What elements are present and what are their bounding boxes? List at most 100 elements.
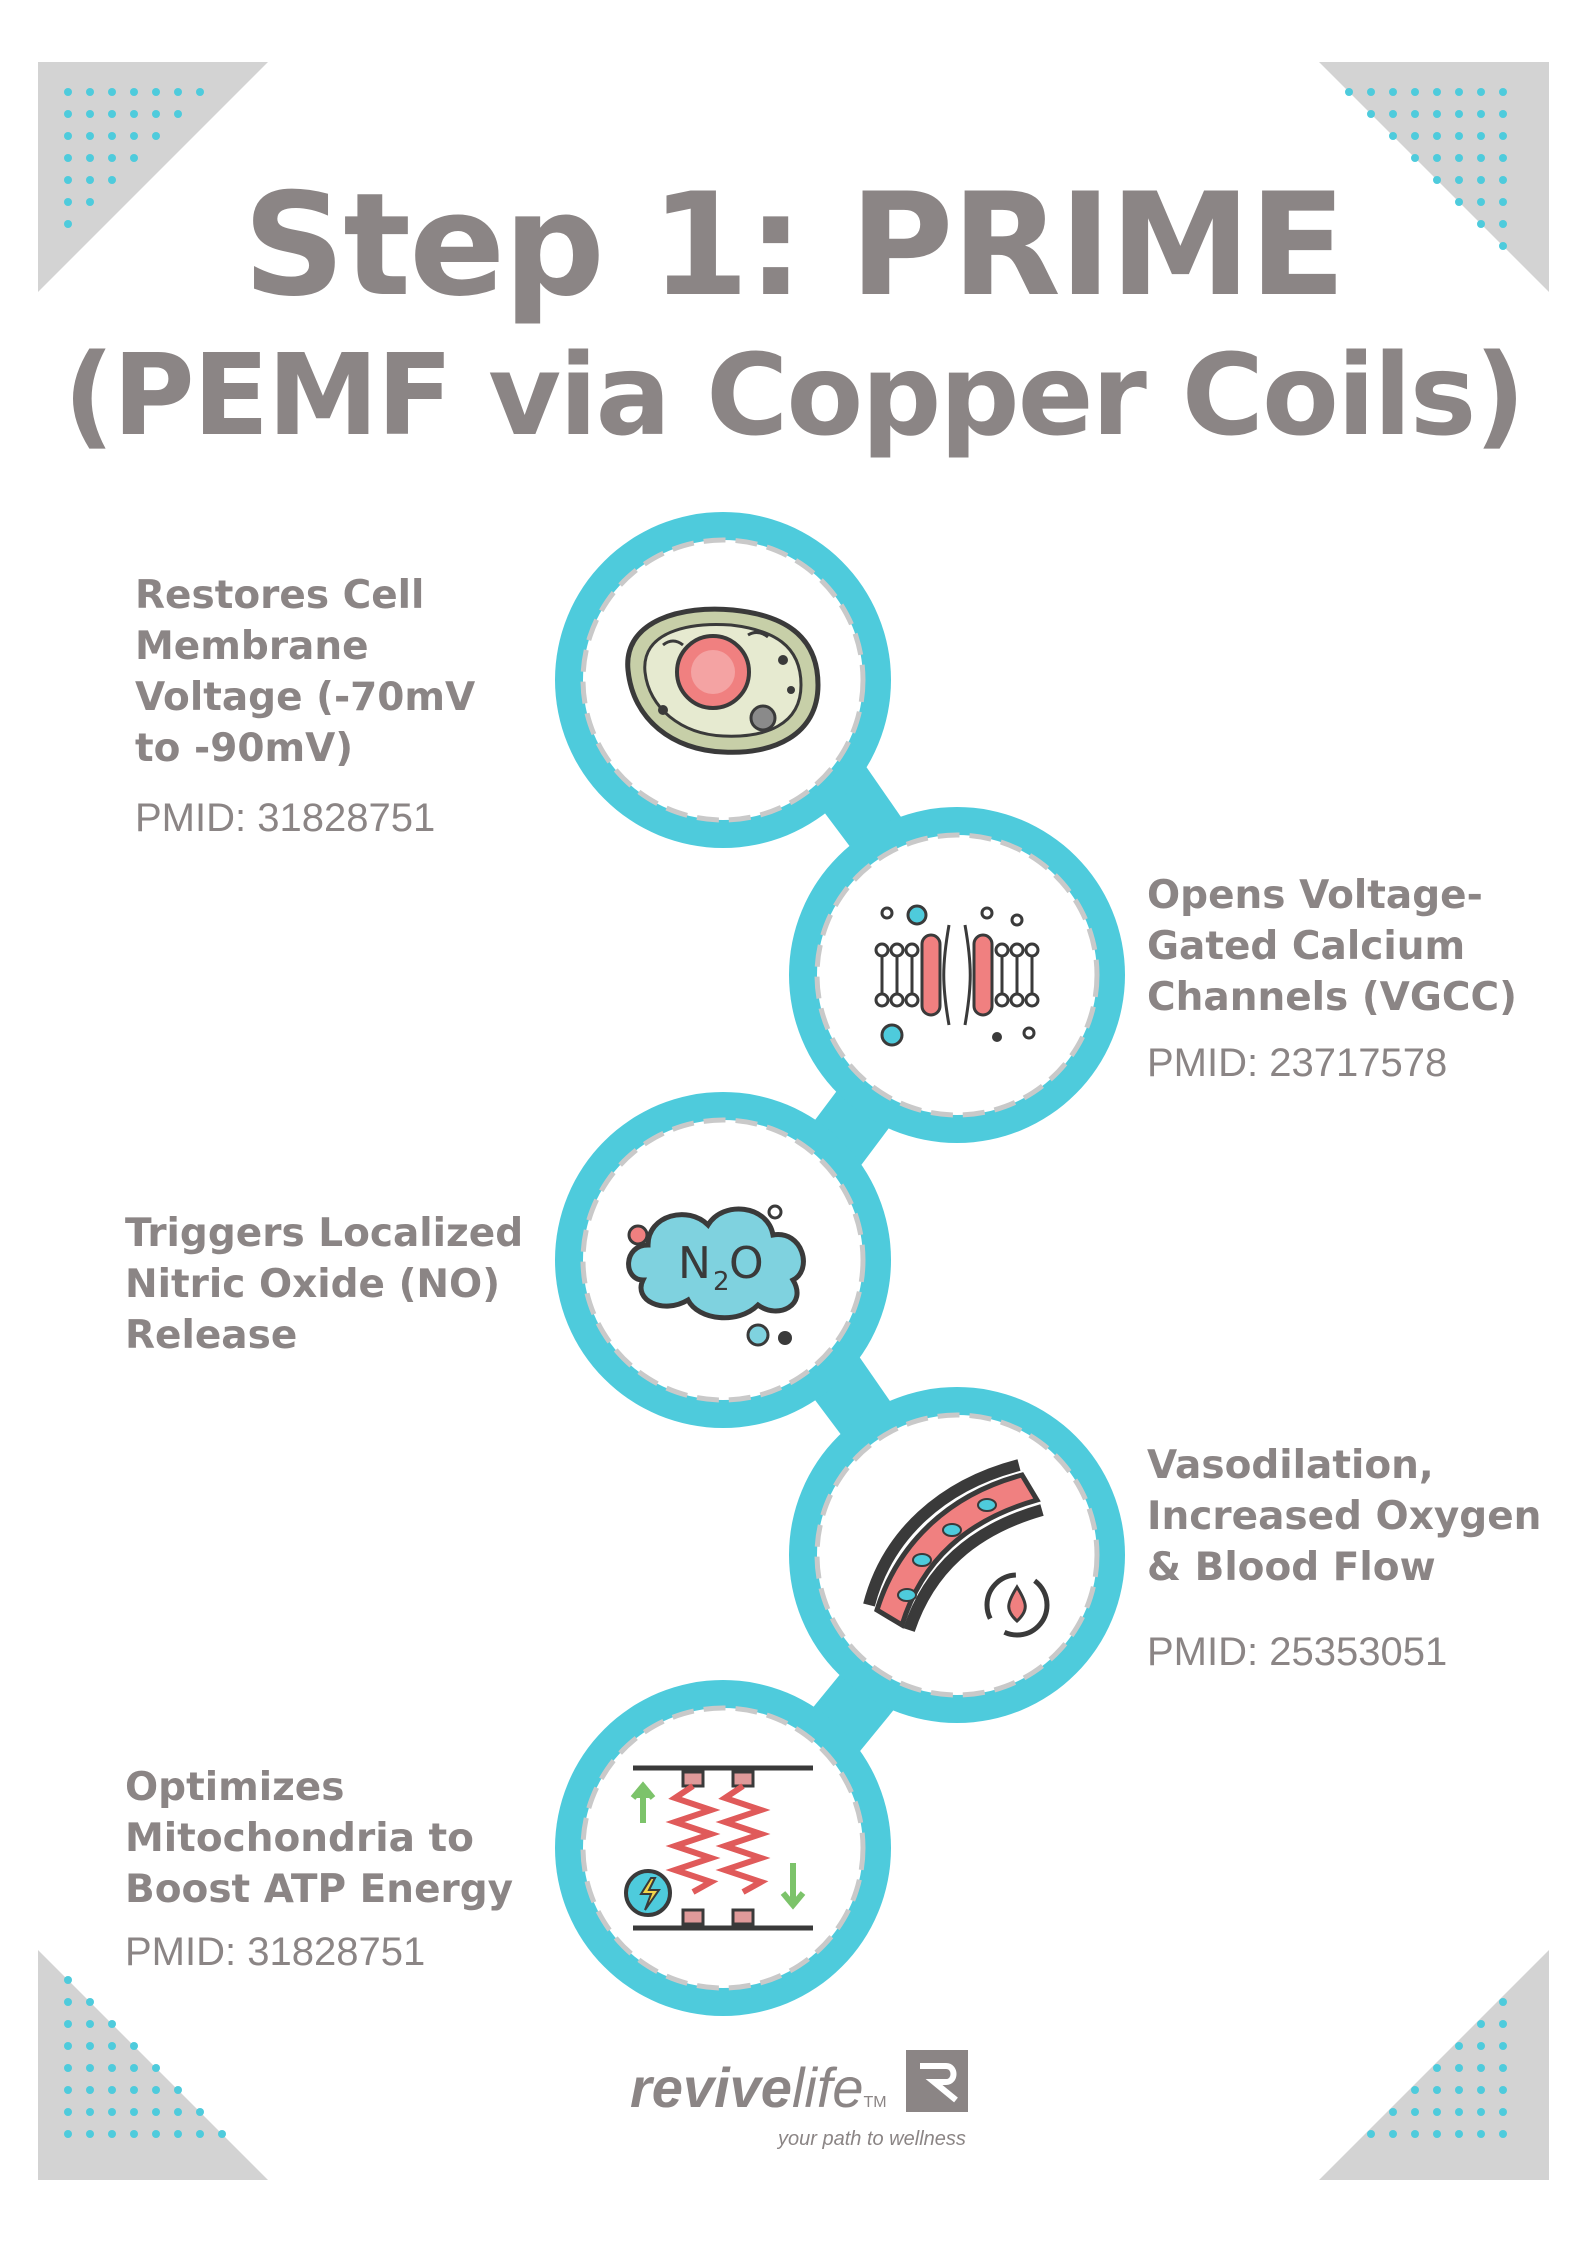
corner-dot [108, 176, 116, 184]
step-4-label-line: Vasodilation, [1147, 1443, 1434, 1488]
corner-dot [1433, 176, 1441, 184]
brand-logo-bold: revive [630, 2056, 792, 2119]
corner-dot [1477, 88, 1485, 96]
corner-dot [108, 2086, 116, 2094]
corner-dot [1477, 2064, 1485, 2072]
corner-dot [64, 2042, 72, 2050]
step-4-label-line: & Blood Flow [1147, 1545, 1436, 1590]
corner-dot [152, 2064, 160, 2072]
corner-dot [86, 2086, 94, 2094]
corner-dot [108, 110, 116, 118]
corner-decoration-bottom-left [38, 1950, 268, 2180]
page-title: Step 1: PRIME [242, 163, 1346, 328]
corner-dot [1367, 2130, 1375, 2138]
step-5-label: Optimizes Mitochondria to Boost ATP Ener… [125, 1762, 513, 1915]
corner-dot [64, 2108, 72, 2116]
corner-dot [1455, 154, 1463, 162]
corner-dot [1455, 110, 1463, 118]
corner-decoration-bottom-right [1319, 1950, 1549, 2180]
corner-dot [152, 110, 160, 118]
step-5-label-line: Optimizes [125, 1765, 345, 1810]
corner-dot [1455, 2064, 1463, 2072]
corner-dot [1477, 176, 1485, 184]
corner-dot [86, 2108, 94, 2116]
corner-dot [1499, 1998, 1507, 2006]
corner-dot [1477, 2020, 1485, 2028]
corner-dot [196, 2108, 204, 2116]
calcium-channel-icon [874, 904, 1040, 1047]
corner-dot [64, 2064, 72, 2072]
step-4-label-line: Increased Oxygen [1147, 1494, 1542, 1539]
corner-dot [86, 2020, 94, 2028]
corner-dot [1433, 2086, 1441, 2094]
corner-dot [1477, 2042, 1485, 2050]
corner-dot [1389, 110, 1397, 118]
corner-dot [64, 88, 72, 96]
corner-dot [64, 2020, 72, 2028]
corner-dot [1455, 132, 1463, 140]
corner-dot [1499, 132, 1507, 140]
corner-dot [108, 2064, 116, 2072]
corner-dot [86, 132, 94, 140]
corner-dot [64, 220, 72, 228]
no-formula-n: N [678, 1238, 711, 1289]
corner-dot [64, 110, 72, 118]
corner-dot [130, 2064, 138, 2072]
corner-dot [152, 2086, 160, 2094]
step-2-label: Opens Voltage- Gated Calcium Channels (V… [1147, 870, 1517, 1023]
corner-dot [130, 110, 138, 118]
corner-dot [1411, 110, 1419, 118]
corner-dot [1411, 88, 1419, 96]
step-2-label-line: Gated Calcium [1147, 924, 1466, 969]
corner-dot [1367, 88, 1375, 96]
corner-dot [108, 2042, 116, 2050]
step-3-label-line: Triggers Localized [125, 1211, 524, 1256]
corner-dot [1411, 2130, 1419, 2138]
step-5-pmid: PMID: 31828751 [125, 1930, 426, 1974]
step-1-label-line: Membrane [135, 624, 369, 669]
step-4-label: Vasodilation, Increased Oxygen & Blood F… [1147, 1440, 1541, 1593]
corner-dot [86, 2130, 94, 2138]
corner-decoration-top-right [1319, 62, 1549, 292]
corner-dot [1499, 2042, 1507, 2050]
corner-dot [130, 2086, 138, 2094]
corner-dot [64, 176, 72, 184]
corner-dot [174, 110, 182, 118]
corner-dot [1499, 2108, 1507, 2116]
corner-dot [1389, 2130, 1397, 2138]
brand-logo-mark-icon [906, 2050, 968, 2112]
step-1-label-line: to -90mV) [135, 726, 354, 771]
corner-dot [86, 154, 94, 162]
corner-dot [64, 2086, 72, 2094]
corner-dot [1455, 2130, 1463, 2138]
corner-dot [108, 132, 116, 140]
corner-dot [1499, 176, 1507, 184]
corner-dot [1499, 242, 1507, 250]
corner-dot [174, 88, 182, 96]
corner-dot [130, 132, 138, 140]
corner-dot [1455, 2108, 1463, 2116]
corner-dot [64, 1976, 72, 1984]
corner-dot [1499, 154, 1507, 162]
brand-logo-tm: TM [863, 2094, 887, 2111]
corner-dot [1455, 2042, 1463, 2050]
step-1-label-line: Restores Cell [135, 573, 425, 618]
corner-dot [1455, 2086, 1463, 2094]
corner-dot [1477, 154, 1485, 162]
corner-dot [1499, 2130, 1507, 2138]
corner-dot [1433, 88, 1441, 96]
brand-tagline: your path to wellness [778, 2128, 966, 2150]
corner-dot [1477, 2086, 1485, 2094]
step-2-pmid: PMID: 23717578 [1147, 1041, 1448, 1085]
corner-dot [152, 2108, 160, 2116]
corner-dot [1499, 2086, 1507, 2094]
step-2-label-line: Opens Voltage- [1147, 873, 1483, 918]
step-1-pmid: PMID: 31828751 [135, 796, 436, 840]
corner-dot [64, 1998, 72, 2006]
corner-dot [1499, 110, 1507, 118]
corner-dot [86, 176, 94, 184]
step-2-label-line: Channels (VGCC) [1147, 975, 1517, 1020]
page-subtitle: (PEMF via Copper Coils) [63, 331, 1525, 461]
step-3-label-line: Nitric Oxide (NO) [125, 1262, 501, 1307]
corner-dot [1345, 88, 1353, 96]
